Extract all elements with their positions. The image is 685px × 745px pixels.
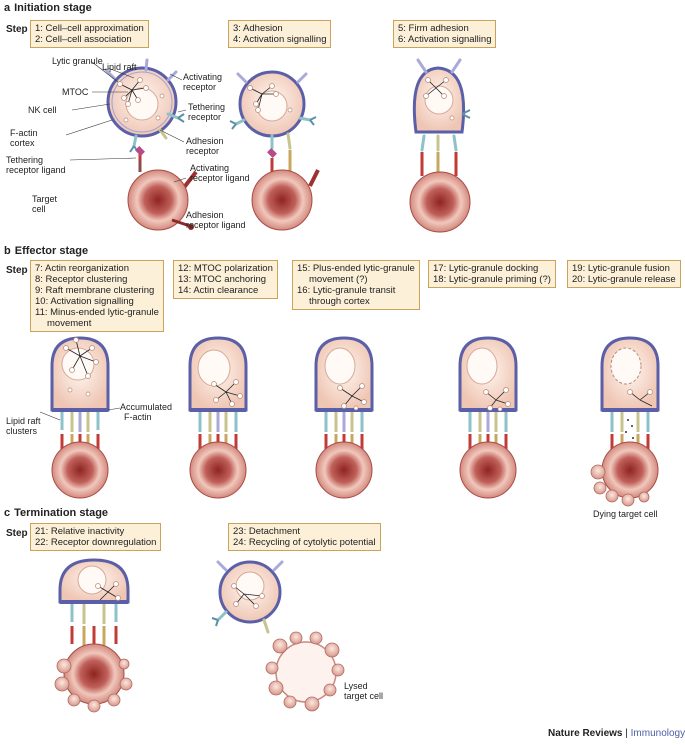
- label-lytic-granule: Lytic granule: [52, 56, 103, 66]
- target-cell-initiation-3: [409, 171, 471, 233]
- target-cell-initiation-2: [251, 169, 313, 231]
- step-label-a: Step: [6, 24, 28, 35]
- label-mtoc: MTOC: [62, 87, 89, 97]
- journal-credit: Nature Reviews | Immunology: [548, 728, 685, 739]
- nk-cell-initiation-2: [229, 70, 317, 150]
- label-dying-target-cell: Dying target cell: [593, 509, 658, 519]
- leader-lines-initiation: [65, 61, 187, 183]
- label-nk-cell: NK cell: [28, 105, 57, 115]
- effector-cells: [50, 336, 660, 507]
- nk-cell-termination-2: [211, 560, 284, 634]
- step-label-c: Step: [6, 528, 28, 539]
- label-lipid-raft: Lipid raft: [102, 62, 137, 72]
- nk-cell-initiation-1: [104, 58, 185, 153]
- nk-cell-termination-1: [54, 558, 133, 713]
- target-cell-initiation-1: [127, 169, 194, 231]
- leader-lines-effector: [39, 407, 121, 421]
- nk-cell-initiation-3: [412, 58, 471, 152]
- lysed-target-cell: [265, 631, 345, 712]
- step-label-b: Step: [6, 265, 28, 276]
